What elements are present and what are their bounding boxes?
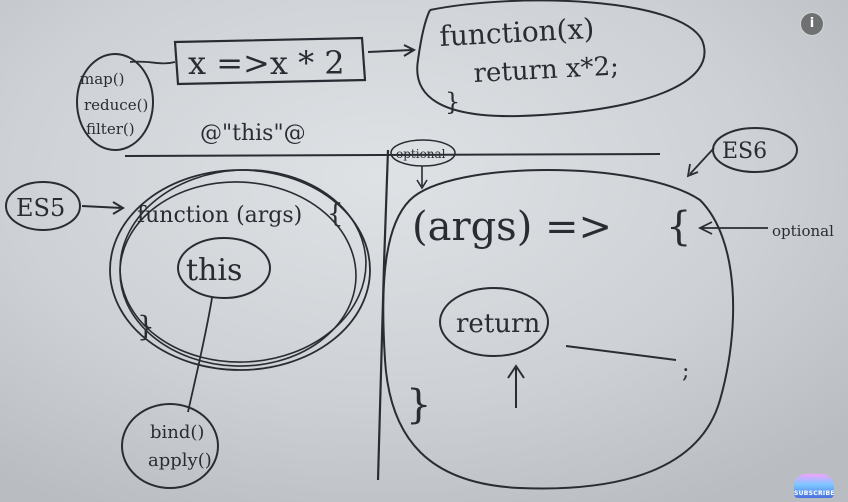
method-map: map() [80, 70, 124, 88]
es6-close-brace: } [406, 382, 431, 428]
es6-blob [382, 169, 735, 490]
optional-top-label: optional [396, 147, 446, 161]
arrow-fn-box [173, 36, 367, 86]
es5-bubble [5, 181, 81, 231]
optional-right-label: optional [772, 222, 834, 240]
info-icon[interactable]: i [800, 12, 824, 36]
methods-bubble [76, 53, 154, 151]
es5-arrow [81, 201, 125, 215]
subscribe-label: SUBSCRIBE [794, 490, 835, 497]
horizontal-divider [124, 153, 661, 157]
arrow-to-fn [367, 44, 417, 57]
vertical-divider [376, 149, 390, 481]
es6-open-brace: { [666, 204, 691, 250]
bind-bubble [121, 403, 219, 489]
optional-top-pointer [416, 166, 428, 190]
apply-item: apply() [148, 450, 212, 471]
es5-label: ES5 [16, 194, 65, 222]
es6-arrow [686, 147, 715, 178]
function-close-brace: } [445, 88, 460, 116]
this-word: this [186, 253, 242, 288]
method-filter: filter() [86, 120, 135, 138]
this-to-bind-line [187, 297, 213, 413]
es6-label: ES6 [722, 139, 767, 164]
method-reduce: reduce() [84, 96, 148, 114]
return-bubble [439, 287, 549, 357]
this-bubble [177, 237, 271, 299]
arrow-signature: (args) => [412, 204, 612, 250]
arrow-fn-text: x =>x * 2 [188, 44, 345, 82]
up-arrow [507, 364, 525, 408]
es5-signature: function (args) [137, 203, 302, 228]
es5-close-brace: } [137, 310, 155, 343]
es5-open-brace: { [327, 199, 344, 229]
function-bubble [416, 0, 706, 118]
es5-circle-3 [119, 181, 357, 367]
return-word: return [456, 309, 540, 339]
this-note: @"this"@ [200, 121, 306, 146]
methods-connector [129, 60, 176, 65]
optional-top-bubble [390, 139, 456, 167]
function-line-1: function(x) [439, 12, 595, 53]
subscribe-button[interactable]: SUBSCRIBE [794, 474, 834, 498]
return-semicolon: ; [682, 359, 689, 384]
return-blank-line [565, 345, 677, 361]
bind-item: bind() [150, 422, 204, 443]
optional-right-arrow [697, 221, 768, 235]
